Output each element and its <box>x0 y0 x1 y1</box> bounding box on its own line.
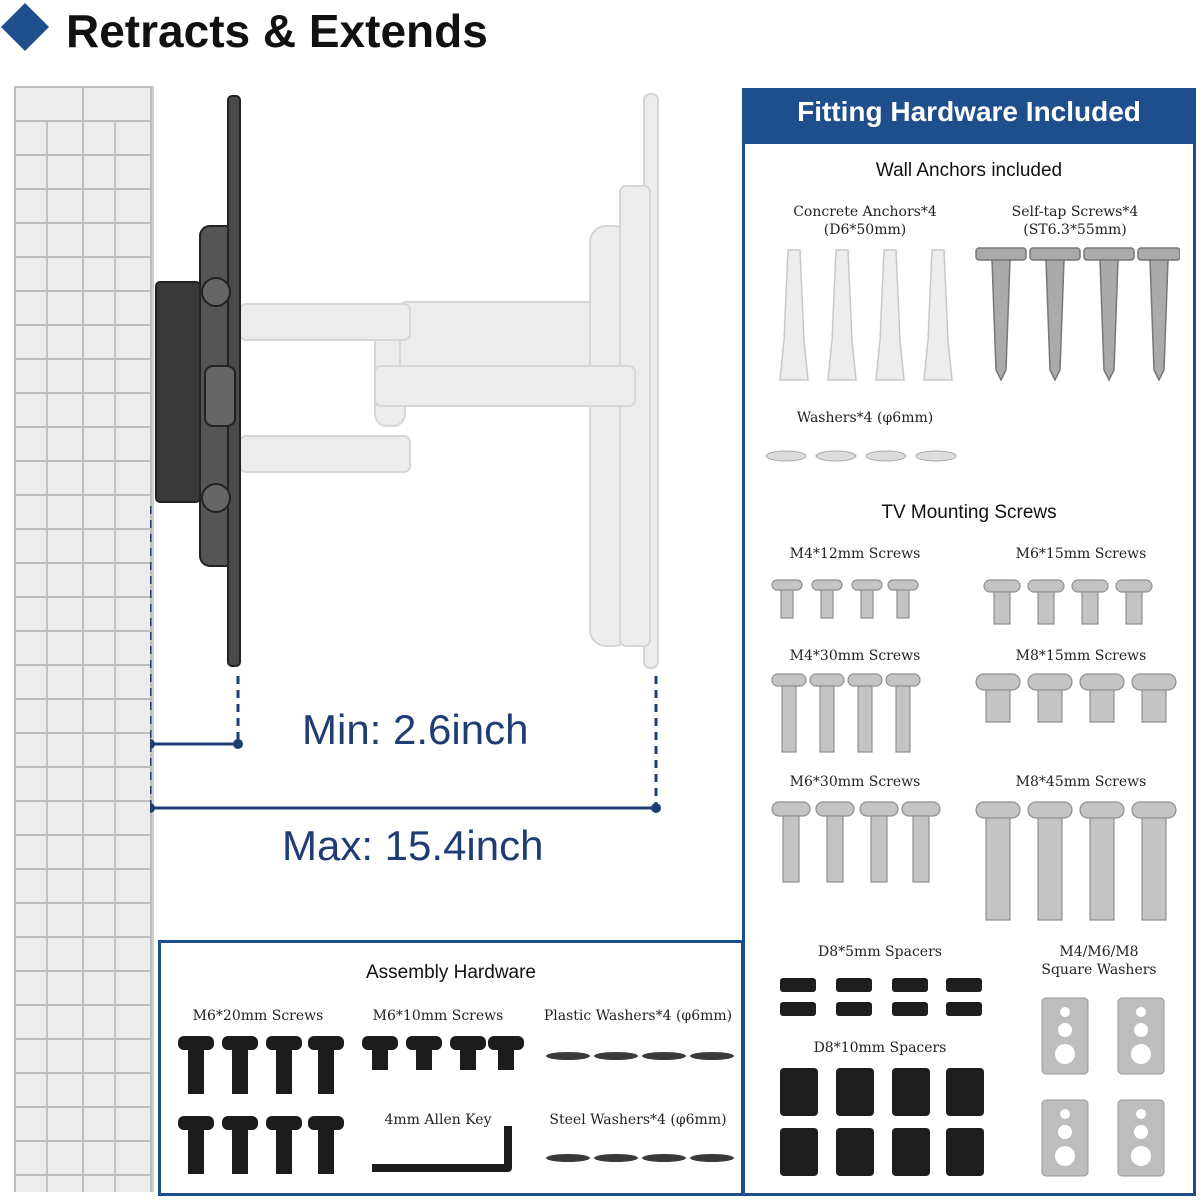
tv-mounting-screws-title: TV Mounting Screws <box>881 502 1057 523</box>
allen-key-label: 4mm Allen Key <box>384 1112 492 1128</box>
min-extension-label: Min: 2.6inch <box>302 706 529 753</box>
tv-mount-illustration <box>150 93 661 814</box>
square-washers-label-2: Square Washers <box>1041 962 1157 978</box>
diamond-icon <box>0 2 50 52</box>
m6-20-label: M6*20mm Screws <box>192 1008 324 1024</box>
tv-screw-parts <box>771 579 1177 921</box>
m6-30-label: M6*30mm Screws <box>789 774 921 790</box>
spacer-icon <box>780 978 984 1176</box>
square-washer-icon <box>1041 997 1165 1177</box>
spacer-parts <box>780 978 1165 1177</box>
selftap-screws-label: Self-tap Screws*4 <box>1011 204 1139 220</box>
panel-title: Fitting Hardware Included <box>797 96 1141 127</box>
selftap-screws-size: (ST6.3*55mm) <box>1023 222 1127 238</box>
d8-5-spacers-label: D8*5mm Spacers <box>818 944 942 960</box>
concrete-anchors-size: (D6*50mm) <box>823 222 907 238</box>
dimension-lines <box>150 742 656 810</box>
page-title: Retracts & Extends <box>66 5 488 57</box>
concrete-anchor-icon <box>779 249 953 381</box>
selftap-screw-icon <box>975 247 1180 382</box>
m4-30-label: M4*30mm Screws <box>789 648 921 664</box>
m6-10-label: M6*10mm Screws <box>372 1008 504 1024</box>
assembly-hardware-title: Assembly Hardware <box>366 962 536 983</box>
screw-icon <box>771 579 1177 921</box>
m6-15-label: M6*15mm Screws <box>1015 546 1147 562</box>
steel-washers-label: Steel Washers*4 (φ6mm) <box>549 1112 727 1128</box>
header: Retracts & Extends <box>0 0 740 80</box>
plastic-washers-label: Plastic Washers*4 (φ6mm) <box>543 1008 733 1024</box>
washer-icons <box>765 450 957 462</box>
retracted-mount <box>155 95 241 667</box>
d8-10-spacers-label: D8*10mm Spacers <box>813 1040 947 1056</box>
m8-15-label: M8*15mm Screws <box>1015 648 1147 664</box>
washer-icon <box>546 1052 734 1162</box>
allen-key-icon <box>372 1126 512 1172</box>
panel-title-bar <box>742 88 1196 144</box>
m4-12-label: M4*12mm Screws <box>789 546 921 562</box>
dimension-guides <box>150 506 658 814</box>
square-washers-label-1: M4/M6/M8 <box>1059 944 1139 960</box>
wall-anchors-title: Wall Anchors included <box>875 160 1063 181</box>
assembly-parts <box>178 1036 734 1174</box>
concrete-anchors-label: Concrete Anchors*4 <box>793 204 937 220</box>
brick-wall-pattern <box>14 120 152 1192</box>
max-extension-label: Max: 15.4inch <box>282 822 544 869</box>
washers-label: Washers*4 (φ6mm) <box>796 410 934 426</box>
black-screw-icon <box>178 1036 524 1174</box>
extended-mount-ghost <box>239 93 659 669</box>
m8-45-label: M8*45mm Screws <box>1015 774 1147 790</box>
assembly-hardware-box <box>158 940 744 1196</box>
wall-anchor-parts <box>779 247 1180 382</box>
